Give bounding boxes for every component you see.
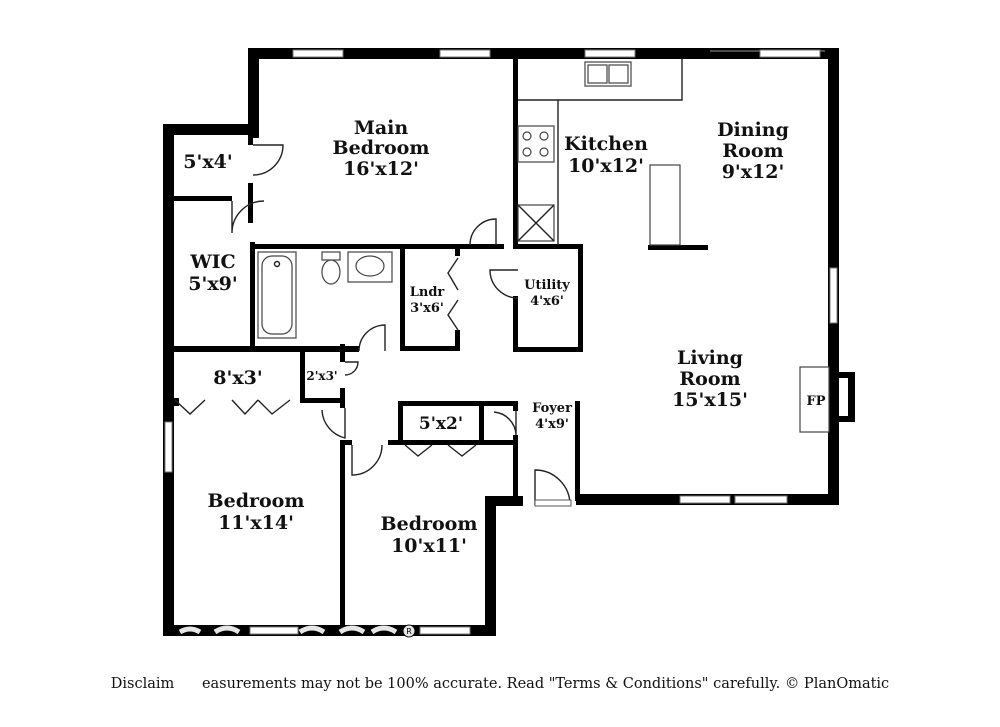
dining-room-name-2: Room: [722, 140, 783, 162]
kitchen-name: Kitchen: [564, 133, 648, 155]
kitchen-size: 10'x12': [568, 155, 644, 177]
living-room-name-2: Room: [679, 368, 740, 390]
living-room-name-1: Living: [677, 347, 743, 369]
laundry-size: 3'x6': [410, 301, 444, 316]
closet-5x2-size: 5'x2': [419, 414, 463, 434]
utility-name: Utility: [524, 278, 570, 293]
foyer-name: Foyer: [532, 401, 572, 416]
closet-8x3-size: 8'x3': [213, 367, 262, 389]
utility-size: 4'x6': [530, 294, 564, 309]
closet-2x3-size: 2'x3': [306, 369, 337, 383]
main-bedroom-name-2: Bedroom: [333, 137, 430, 159]
bedroom-right-name: Bedroom: [381, 513, 478, 535]
living-room-size: 15'x15': [672, 389, 748, 411]
foyer-size: 4'x9': [535, 417, 569, 432]
dining-room-name-1: Dining: [717, 119, 789, 141]
main-bedroom-size: 16'x12': [343, 158, 419, 180]
bedroom-left-size: 11'x14': [218, 512, 294, 534]
disclaimer-text: Disclaim easurements may not be 100% acc…: [110, 676, 890, 692]
bedroom-right-size: 10'x11': [391, 535, 467, 557]
wic-size: 5'x9': [188, 273, 237, 295]
bedroom-left-name: Bedroom: [208, 490, 305, 512]
fireplace-label: FP: [806, 394, 825, 409]
interior-walls: [174, 59, 708, 635]
wic-name: WIC: [189, 251, 235, 273]
doors: [174, 144, 572, 507]
watermark: R: [178, 624, 416, 638]
main-bedroom-name-1: Main: [354, 117, 409, 139]
dining-room-size: 9'x12': [722, 161, 785, 183]
svg-text:R: R: [406, 627, 412, 636]
fixtures: [257, 59, 830, 433]
laundry-name: Lndr: [410, 285, 445, 300]
windows: [164, 49, 838, 635]
room-labels: Main Bedroom 16'x12' 5'x4' WIC 5'x9' Kit…: [183, 117, 825, 557]
closet-5x4-size: 5'x4': [183, 151, 232, 173]
